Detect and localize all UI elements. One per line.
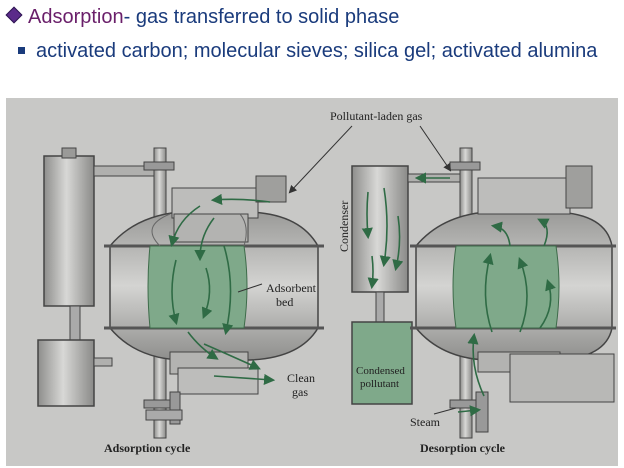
adsorber-diagram: Pollutant-laden gas Adsorbent bed Clean … <box>6 98 618 466</box>
square-bullet-icon <box>18 47 25 54</box>
bullet2-text: activated carbon; molecular sieves; sili… <box>36 40 598 62</box>
label-adsorbent: Adsorbent <box>266 281 317 295</box>
callout-lines <box>237 125 457 415</box>
bullet1-text: - gas transferred to solid phase <box>123 6 400 28</box>
desorption-unit <box>351 147 616 439</box>
condensed-pollutant-tank <box>351 321 413 405</box>
label-condensed: Condensed <box>356 365 405 377</box>
label-steam: Steam <box>410 415 441 429</box>
label-pollutant: pollutant <box>360 378 399 390</box>
left-tall-tank <box>43 155 95 307</box>
adsorption-unit <box>37 147 324 439</box>
adsorption-flow-arrows <box>168 193 276 386</box>
label-condenser: Condenser <box>337 201 351 252</box>
right-adsorbent-bed <box>452 245 560 329</box>
label-bed: bed <box>276 295 293 309</box>
term-adsorption: Adsorption <box>28 6 124 28</box>
bullet-adsorption: Adsorption- gas transferred to solid pha… <box>4 6 399 29</box>
label-adsorption-cycle: Adsorption cycle <box>104 441 191 455</box>
label-desorption-cycle: Desorption cycle <box>420 441 506 455</box>
left-low-tank <box>37 339 95 407</box>
desorption-flow-arrows <box>361 172 556 417</box>
bullet-adsorbents: activated carbon; molecular sieves; sili… <box>18 38 616 64</box>
diamond-bullet-icon <box>5 6 23 24</box>
label-clean: Clean <box>287 371 315 385</box>
right-fan-housing <box>565 165 593 209</box>
label-pollutant-laden-gas: Pollutant-laden gas <box>330 109 423 123</box>
right-lower-duct <box>509 353 615 403</box>
left-adsorbent-bed <box>147 245 248 329</box>
label-gas: gas <box>292 385 308 399</box>
